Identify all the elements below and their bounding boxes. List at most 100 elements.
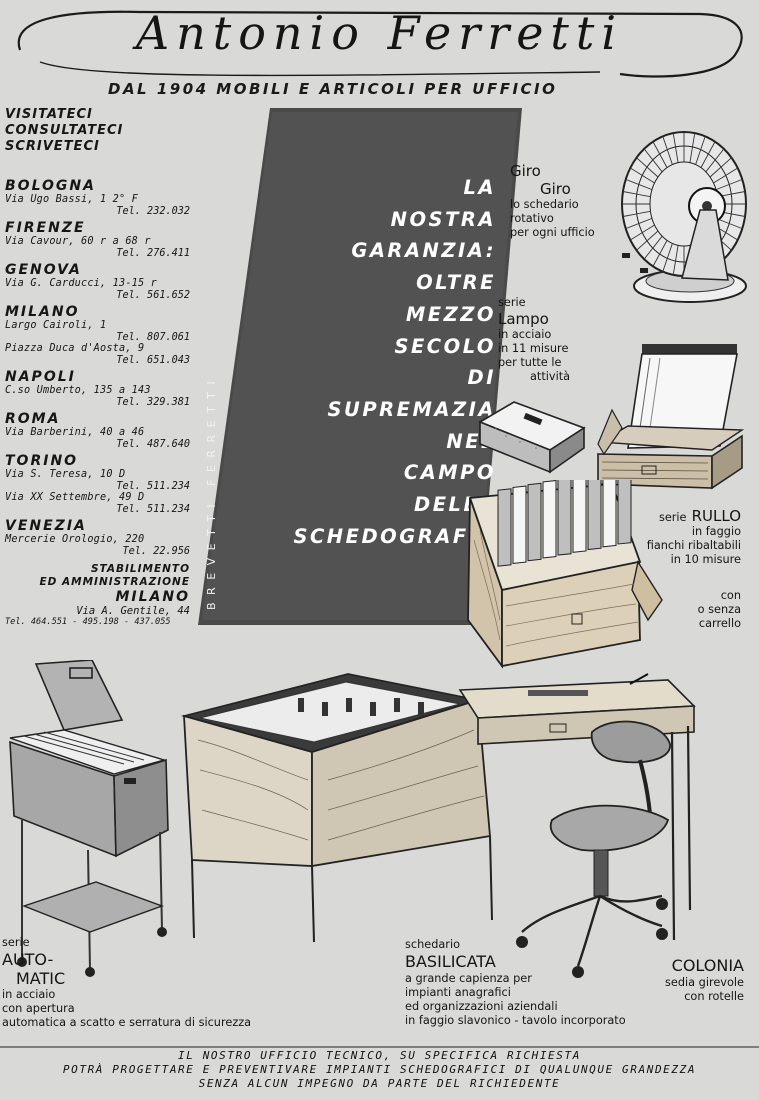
automatic-desc: con apertura [2,1002,75,1015]
branch-phone: Tel. 232.032 [116,205,190,217]
branch-phone: Tel. 329.381 [116,396,190,408]
colonia-chair-illustration [516,720,671,978]
branch-city: NAPOLI [5,369,76,385]
basilicata-desc: a grande capienza per [405,972,532,985]
basilicata-caption: schedario BASILICATA a grande capienza p… [405,938,626,1028]
branch-city: VENEZIA [5,518,87,534]
branch-city: TORINO [5,453,79,469]
lampo-name: Lampo [498,310,549,328]
branch-address: Via Barberini, 40 a 46 [5,427,145,438]
hq-title: STABILIMENTO ED AMMINISTRAZIONE [5,563,190,589]
rullo-desc: fianchi ribaltabili [646,539,741,552]
slogan-line: SECOLO [394,334,496,358]
branch-phone: Tel. 276.411 [116,247,190,259]
branch-address: Largo Cairoli, 1 [5,320,107,331]
automatic-desc: in acciaio [2,988,56,1001]
slogan-line: GARANZIA: [351,239,496,263]
lampo-desc: in acciaio [498,328,552,341]
branch-address: Via S. Teresa, 10 D [5,469,126,480]
guarantee-banner-shape [198,108,522,625]
branch-address: Via Cavour, 60 r a 68 r [5,236,151,247]
giro-name-2: Giro [540,180,571,198]
rullo-extra: con [720,589,741,602]
rullo-name: RULLO [691,507,741,525]
branch-phone: Tel. 651.043 [116,354,190,366]
colonia-name: COLONIA [671,956,744,975]
branch-phone: Tel. 511.234 [116,480,190,492]
colonia-desc: con rotelle [684,990,744,1003]
giro-desc: per ogni ufficio [510,226,595,239]
branch-address: Mercerie Orologio, 220 [5,534,145,545]
automatic-caption: serie AUTO- MATIC in acciaio con apertur… [2,936,251,1030]
branch-phone: Tel. 807.061 [116,331,190,343]
giro-desc: lo schedario [510,198,579,211]
slogan-line: DI [467,366,496,390]
branch-city: FIRENZE [5,220,86,236]
rullo-caption: serie RULLO in faggio fianchi ribaltabil… [647,506,741,631]
rullo-cabinet-illustration [467,480,663,669]
basilicata-desc: impianti anagrafici [405,986,511,999]
giro-giro-illustration [621,131,747,303]
lampo-caption: serie Lampo in acciaio in 11 misure per … [498,296,570,384]
giro-desc: rotativo [510,212,554,225]
footer-frame [0,1046,759,1048]
basilicata-desk-illustration [180,673,696,943]
branch-city: GENOVA [5,262,82,278]
hq-title-line: ED AMMINISTRAZIONE [39,576,190,588]
rullo-series: serie [658,511,687,524]
hq-title-line: STABILIMENTO [90,563,190,575]
basilicata-name: BASILICATA [405,952,496,971]
colonia-desc: sedia girevole [664,976,744,989]
lampo-series: serie [498,296,526,309]
branch-phone: Tel. 561.652 [116,289,190,301]
footer-line: SENZA ALCUN IMPEGNO DA PARTE DEL RICHIED… [198,1077,561,1090]
branch-address: Via G. Carducci, 13-15 r [5,278,158,289]
slogan-line: SCHEDOGRAFIA [293,524,496,548]
hq-city: MILANO [115,589,190,605]
slogan-line: OLTRE [416,271,496,295]
automatic-cart-illustration [9,660,169,977]
basilicata-desc: in faggio slavonico - tavolo incorporato [405,1014,626,1027]
visit-line: SCRIVETECI [5,139,100,154]
branch-city: ROMA [5,411,61,427]
branch-phone: Tel. 511.234 [116,503,190,515]
footer-line: IL NOSTRO UFFICIO TECNICO, SU SPECIFICA … [178,1049,581,1062]
automatic-name-2: MATIC [16,969,66,988]
giro-name: Giro [510,162,541,180]
automatic-desc: automatica a scatto e serratura di sicur… [2,1016,252,1029]
basilicata-desc: ed organizzazioni aziendali [405,1000,558,1013]
lampo-open-illustration [597,344,745,490]
slogan-line: LA [463,176,496,199]
colonia-caption: COLONIA sedia girevole con rotelle [665,956,744,1004]
lampo-desc: in 11 misure [498,342,569,355]
lampo-desc: per tutte le [498,356,562,369]
branch-address: C.so Umberto, 135 a 143 [5,385,151,396]
giro-caption: Giro Giro lo schedario rotativo per ogni… [510,162,595,240]
tagline: DAL 1904 MOBILI E ARTICOLI PER UFFICIO [108,80,558,98]
footer-line: POTRÀ PROGETTARE E PREVENTIVARE IMPIANTI… [62,1063,697,1076]
rullo-desc: in 10 misure [670,553,741,566]
rullo-extra: o senza [697,603,741,616]
slogan-line: MEZZO [405,302,496,326]
slogan-line: CAMPO [403,461,496,485]
visit-line: CONSULTATECI [5,123,124,138]
rullo-desc: in faggio [691,525,741,538]
branch-phone: Tel. 487.640 [116,438,190,450]
visit-invitation: VISITATECI CONSULTATECI SCRIVETECI [5,107,190,155]
automatic-series: serie [2,936,30,949]
header-swoosh [17,10,743,78]
hq-phones: Tel. 464.551 - 495.198 - 437.055 [5,617,171,627]
rullo-extra: carrello [698,617,741,630]
branch-address: Via Ugo Bassi, 1 2° F [5,194,139,205]
lampo-desc: attività [530,370,571,383]
slogan-line: NOSTRA [390,207,496,231]
branch-city: BOLOGNA [5,178,96,194]
branch-city: MILANO [5,304,80,320]
branch-phone: Tel. 22.956 [122,545,190,557]
branch-address: Piazza Duca d'Aosta, 9 [5,343,145,354]
automatic-name: AUTO- [2,950,54,969]
contact-column: VISITATECI CONSULTATECI SCRIVETECI BOLOG… [5,107,190,628]
